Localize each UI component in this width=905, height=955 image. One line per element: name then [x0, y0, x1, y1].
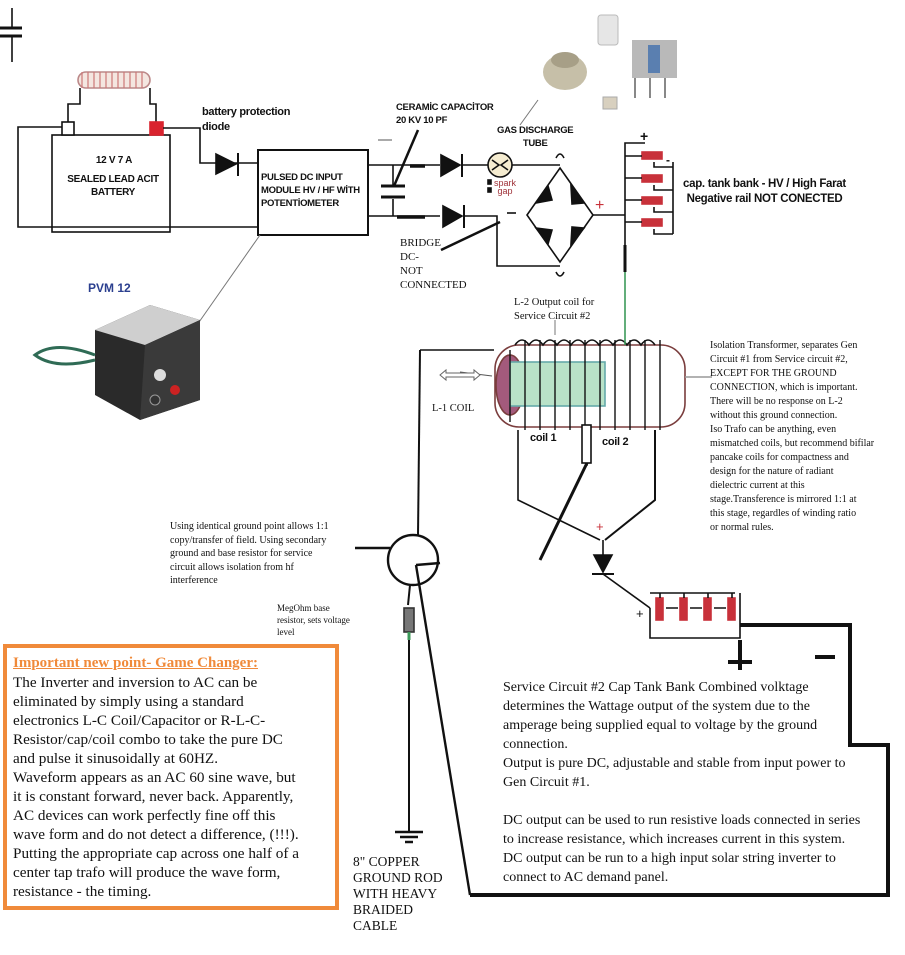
plus-sign-diode: + — [596, 519, 604, 534]
battery-return-wire — [17, 126, 258, 228]
plus-sign-lower-bank: + — [636, 606, 644, 621]
module-label: PULSED DC INPUT MODULE HV / HF WİTH POTE… — [261, 172, 360, 209]
battery-box — [51, 134, 171, 233]
minus-sign: - — [666, 153, 670, 167]
bridge-note: BRIDGE DC- NOT CONNECTED — [400, 237, 467, 288]
plus-sign-bridge: + — [595, 197, 605, 214]
diode-icon — [592, 554, 614, 574]
ground-node — [386, 533, 440, 587]
coil1-label: coil 1 — [530, 432, 557, 444]
cap-bank-label: cap. tank bank - HV / High Farat Negativ… — [683, 178, 846, 205]
spark-gap-label: spark gap — [494, 178, 517, 196]
battery-type: SEALED LEAD ACIT BATTERY — [67, 174, 159, 198]
megohm-resistor — [403, 607, 415, 633]
important-note-body: The Inverter and inversion to AC can be … — [13, 674, 299, 900]
service-circuit-note: Service Circuit #2 Cap Tank Bank Combine… — [503, 680, 861, 885]
bridge-rectifier — [526, 166, 594, 264]
resistor-note: MegOhm base resistor, sets voltage level — [277, 603, 350, 636]
l1-coil — [509, 361, 606, 407]
service-output-wire — [470, 623, 890, 897]
coil2-label: coil 2 — [602, 436, 629, 448]
diode-icon — [442, 204, 464, 229]
plus-sign: + — [640, 128, 649, 144]
battery-coil — [67, 71, 157, 122]
double-arrow-icon — [439, 368, 481, 382]
ground-point-note: Using identical ground point allows 1:1 … — [170, 521, 329, 586]
important-note-heading: Important new point- Game Changer: — [13, 655, 258, 671]
battery-diode-label: battery protection diode — [202, 106, 291, 133]
l2-coil-label: L-2 Output coil for Service Circuit #2 — [514, 297, 595, 322]
isolation-transformer-note: Isolation Transformer, separates Gen Cir… — [710, 340, 875, 533]
diode-icon — [215, 152, 238, 176]
pvm12-device-photo — [32, 305, 200, 420]
capacitor-symbol-fragment — [0, 8, 22, 62]
l1-coil-label: L-1 COIL — [432, 403, 475, 414]
ac-tilde-icon — [555, 153, 565, 277]
important-note-box: Important new point- Game Changer: The I… — [3, 644, 339, 910]
service-cap-tank-bank — [655, 597, 736, 621]
pulsed-dc-module — [257, 149, 369, 236]
pvm-label: PVM 12 — [88, 281, 131, 295]
gas-tube-label: GAS DISCHARGE TUBE — [497, 125, 574, 149]
gas-tube-photo — [543, 14, 677, 110]
ground-rod-label: 8" COPPER GROUND ROD WITH HEAVY BRAIDED … — [353, 854, 443, 933]
ground-icon — [395, 830, 423, 844]
battery-rating: 12 V 7 A — [95, 155, 133, 166]
ceramic-capacitor-label: CERAMİC CAPACİTOR 20 KV 10 PF — [396, 102, 494, 126]
diode-icon — [440, 153, 462, 178]
negative-terminal — [61, 121, 75, 136]
cap-tank-bank — [641, 151, 663, 227]
positive-terminal — [149, 121, 164, 136]
